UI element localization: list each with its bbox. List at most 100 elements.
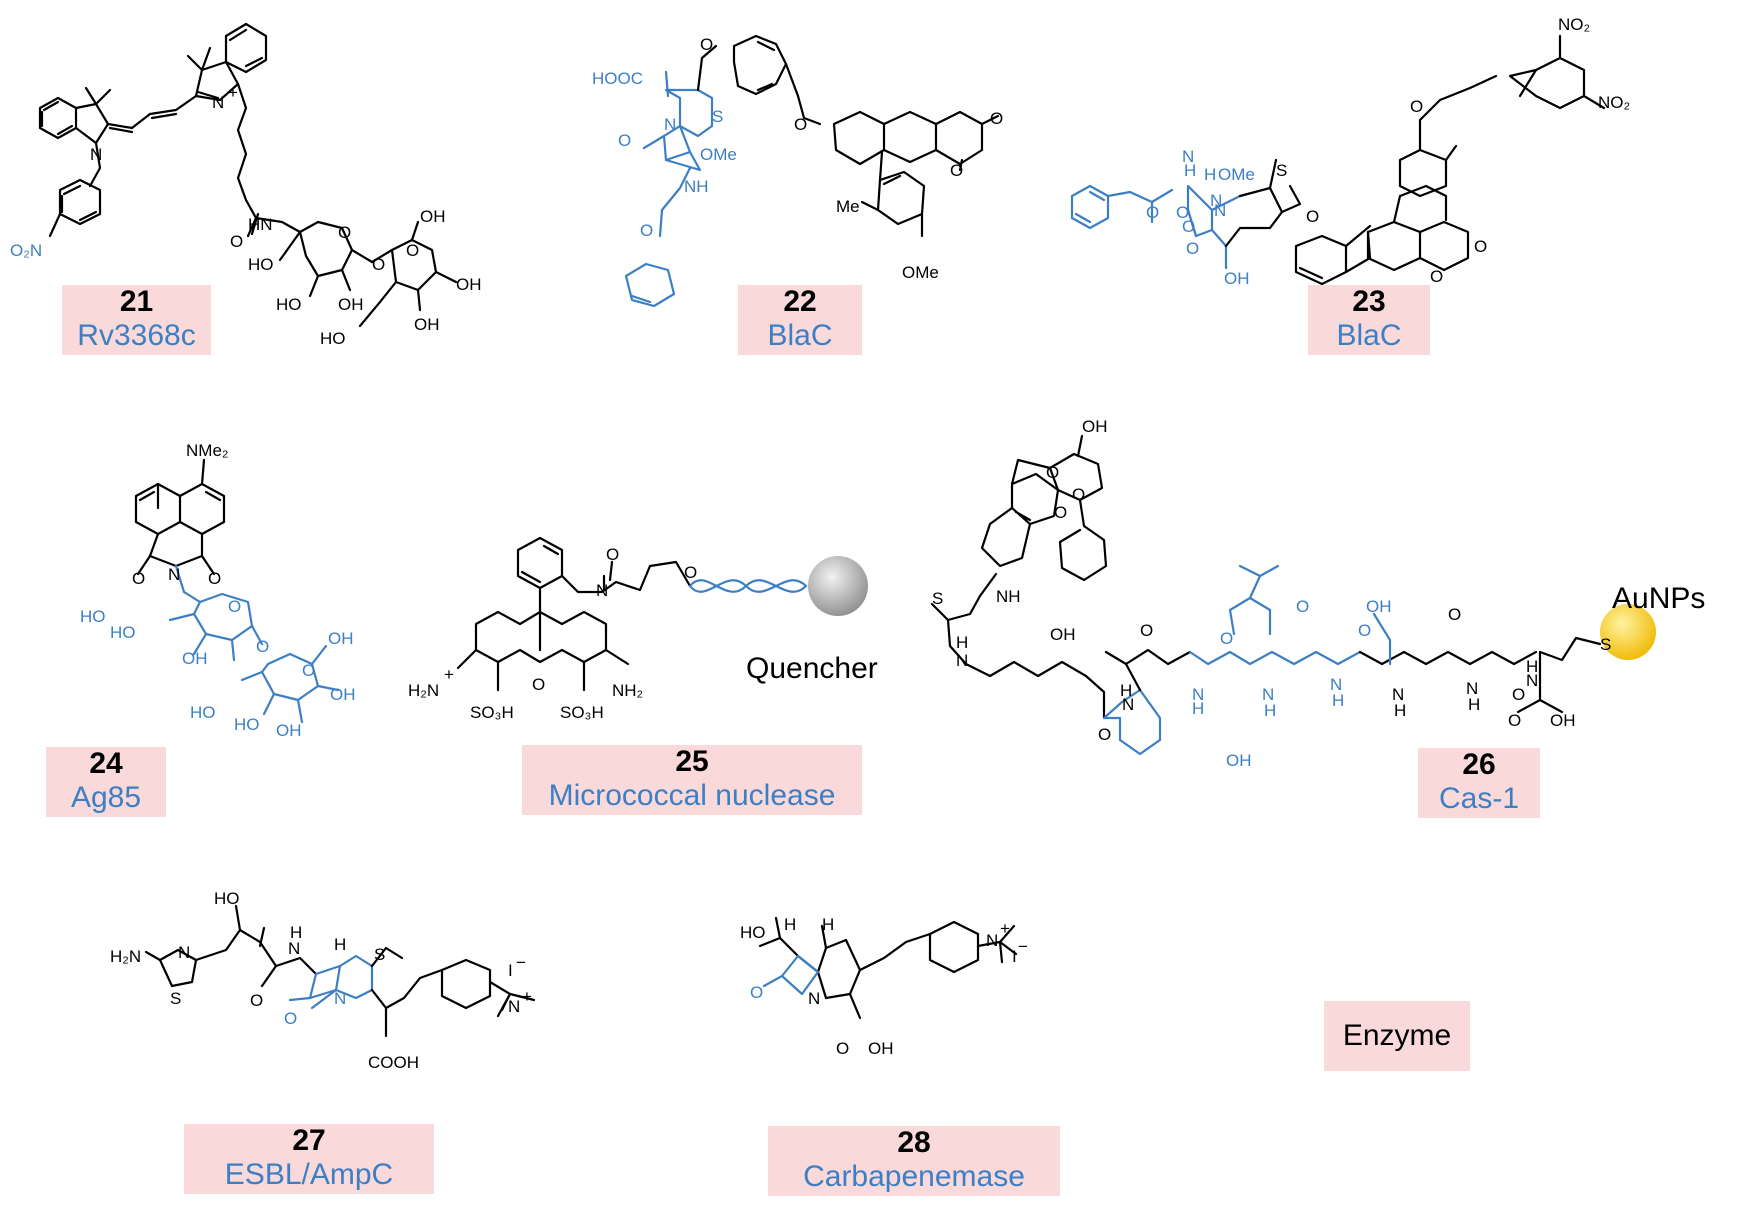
svg-text:COOH: COOH [368, 1053, 419, 1072]
svg-text:O: O [1054, 503, 1067, 522]
svg-text:O: O [1430, 267, 1443, 286]
svg-text:N: N [288, 939, 300, 958]
probe-enzyme: BlaC [767, 318, 833, 352]
svg-text:N: N [1392, 685, 1404, 704]
svg-text:NMe₂: NMe₂ [186, 441, 229, 460]
svg-text:OH: OH [330, 685, 356, 704]
svg-text:O: O [532, 675, 545, 694]
probe-label-23: 23 BlaC [1308, 285, 1430, 355]
svg-text:O: O [256, 637, 269, 656]
svg-text:HO: HO [320, 329, 346, 348]
quencher-label: Quencher [746, 652, 878, 685]
svg-text:OMe: OMe [902, 263, 939, 282]
svg-text:O: O [302, 661, 315, 680]
svg-text:N: N [508, 997, 520, 1016]
svg-text:OH: OH [1224, 269, 1250, 288]
probe-number: 21 [119, 285, 154, 318]
svg-text:N: N [90, 145, 102, 164]
probe-enzyme: Micrococcal nuclease [548, 778, 836, 812]
svg-text:N: N [212, 93, 224, 112]
svg-text:N: N [1214, 201, 1226, 220]
structure-26: O O OH O OH S NH H N N H O O N H O N H O… [930, 417, 1656, 770]
probe-label-24: 24 Ag85 [46, 747, 166, 817]
svg-text:H: H [784, 915, 796, 934]
svg-text:O: O [1296, 597, 1309, 616]
svg-text:HN: HN [248, 215, 273, 234]
svg-text:N: N [1182, 147, 1194, 166]
probe-label-21: 21 Rv3368c [62, 285, 211, 355]
svg-text:O: O [640, 221, 653, 240]
svg-text:N: N [664, 115, 676, 134]
svg-text:O: O [228, 597, 241, 616]
svg-text:N: N [1526, 671, 1538, 690]
svg-text:O: O [700, 35, 713, 54]
svg-text:NH: NH [996, 587, 1021, 606]
svg-text:HO: HO [80, 607, 106, 626]
svg-text:SO₃H: SO₃H [560, 703, 604, 722]
probe-number: 23 [1352, 285, 1386, 318]
svg-text:O: O [372, 255, 385, 274]
svg-text:H: H [1264, 701, 1276, 720]
svg-text:O: O [750, 983, 763, 1002]
svg-text:H: H [1120, 681, 1132, 700]
svg-text:O: O [684, 563, 697, 582]
probe-number: 22 [783, 285, 817, 318]
probe-enzyme: BlaC [1336, 318, 1402, 352]
svg-text:O: O [1186, 239, 1199, 258]
probe-label-27: 27 ESBL/AmpC [184, 1124, 434, 1194]
quencher-ball [808, 556, 868, 616]
svg-text:I: I [1012, 947, 1017, 966]
svg-text:H: H [290, 923, 302, 942]
svg-text:O: O [836, 1039, 849, 1058]
svg-text:OH: OH [182, 649, 208, 668]
svg-text:O: O [1176, 203, 1189, 222]
probe-enzyme: Ag85 [70, 780, 142, 814]
svg-text:+: + [522, 987, 532, 1006]
svg-text:HOOC: HOOC [592, 69, 643, 88]
svg-text:HO: HO [740, 923, 766, 942]
svg-text:O: O [1474, 237, 1487, 256]
svg-text:O: O [950, 161, 963, 180]
svg-text:O: O [1512, 685, 1525, 704]
svg-text:OH: OH [328, 629, 354, 648]
probe-label-28: 28 Carbapenemase [768, 1126, 1060, 1196]
svg-text:N: N [808, 989, 820, 1008]
svg-text:N: N [334, 989, 346, 1008]
svg-text:H: H [822, 915, 834, 934]
svg-text:S: S [712, 107, 723, 126]
svg-text:O: O [990, 109, 1003, 128]
svg-text:+: + [1000, 919, 1010, 938]
svg-text:O: O [1358, 621, 1371, 640]
svg-text:O: O [1072, 485, 1085, 504]
svg-text:N: N [596, 581, 608, 600]
svg-text:OH: OH [1226, 751, 1252, 770]
svg-text:O: O [208, 569, 221, 588]
structure-28: HO H H O N OH O N + I − [740, 915, 1028, 1058]
svg-text:−: − [516, 953, 526, 972]
svg-text:O: O [1140, 621, 1153, 640]
svg-text:H: H [1192, 699, 1204, 718]
svg-text:H: H [1204, 165, 1216, 184]
svg-text:H: H [1394, 701, 1406, 720]
svg-text:S: S [1276, 161, 1287, 180]
svg-text:OMe: OMe [1218, 165, 1255, 184]
svg-text:O: O [250, 991, 263, 1010]
svg-text:NO₂: NO₂ [1558, 15, 1590, 34]
svg-text:HO: HO [110, 623, 136, 642]
svg-text:O: O [1220, 629, 1233, 648]
svg-text:S: S [1600, 635, 1611, 654]
svg-text:S: S [374, 945, 385, 964]
svg-text:H: H [1468, 695, 1480, 714]
svg-text:NH: NH [684, 177, 709, 196]
svg-text:O: O [1410, 97, 1423, 116]
svg-text:OH: OH [414, 315, 440, 334]
svg-text:H: H [956, 633, 968, 652]
svg-text:OH: OH [1082, 417, 1108, 436]
svg-text:HO: HO [190, 703, 216, 722]
svg-text:I: I [508, 961, 513, 980]
svg-text:O: O [132, 569, 145, 588]
svg-text:O: O [1146, 203, 1159, 222]
svg-text:O: O [1306, 207, 1319, 226]
svg-text:SO₃H: SO₃H [470, 703, 514, 722]
